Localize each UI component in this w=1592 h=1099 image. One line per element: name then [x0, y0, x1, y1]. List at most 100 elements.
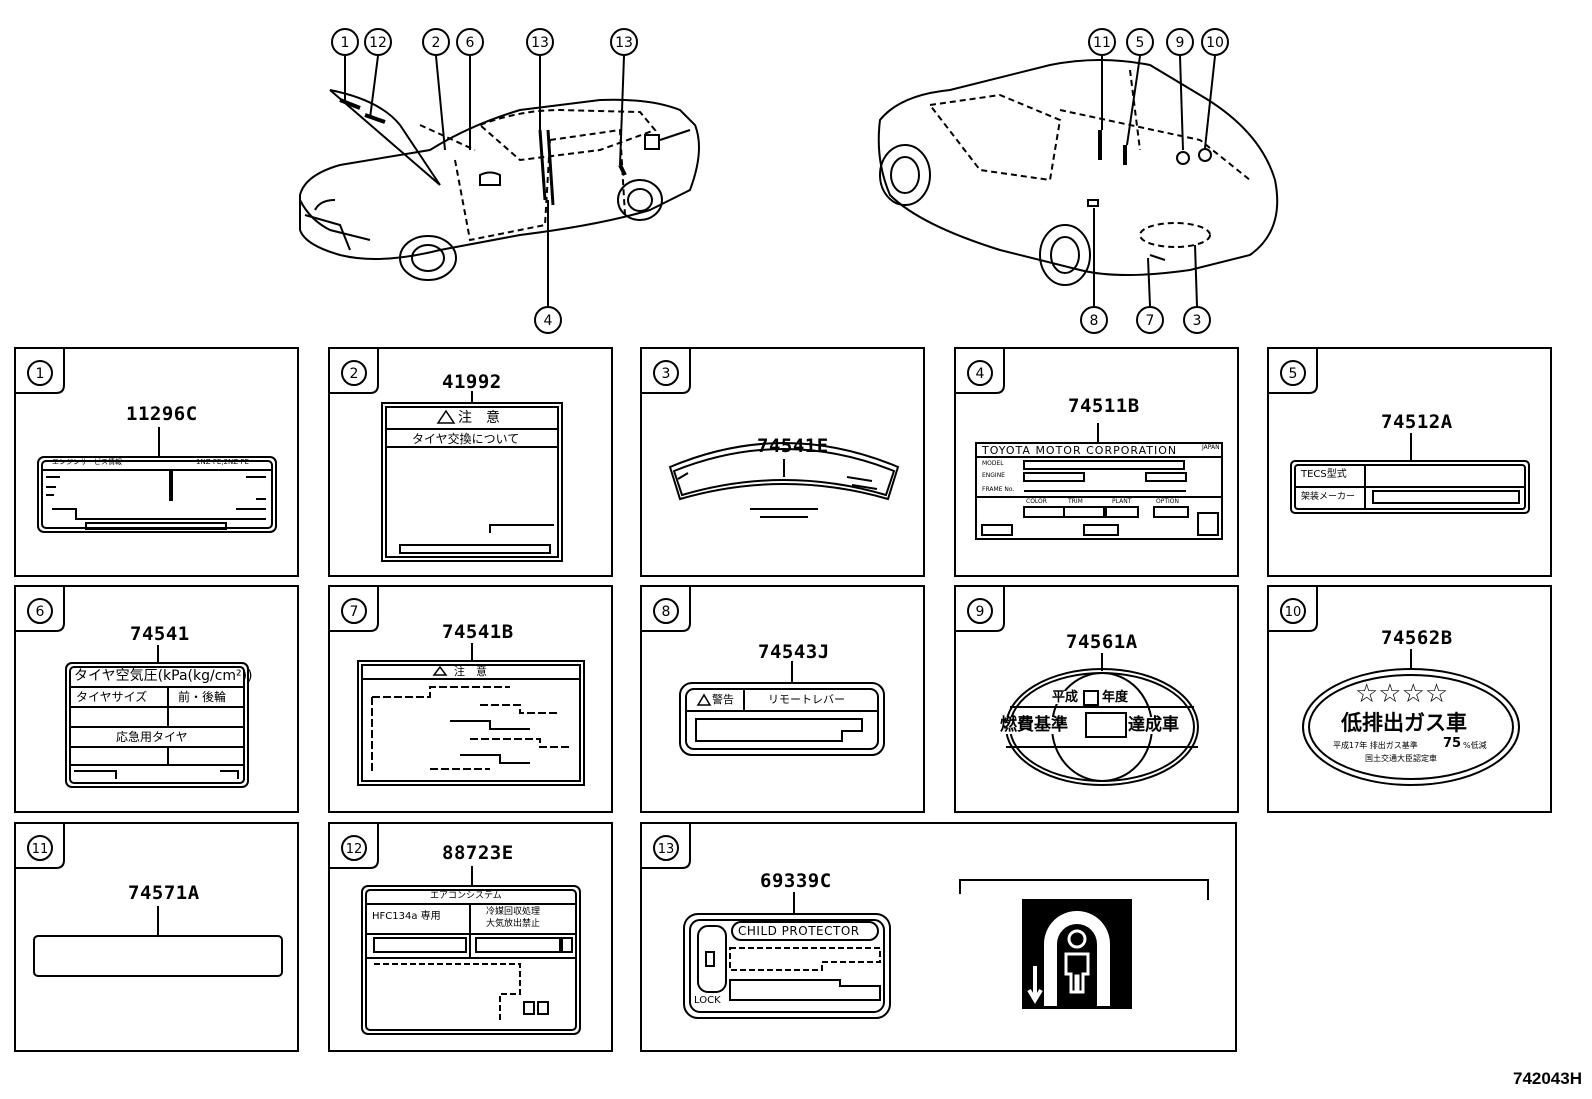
- callout-9-rear: 9: [1176, 35, 1185, 51]
- label-panel-1: 1 11296C エンジンサービス情報 1NZ-FE,2NZ-FE: [14, 347, 299, 577]
- part-number: 74541E: [757, 435, 829, 457]
- callout-5-rear: 5: [1136, 35, 1145, 51]
- panel-6-drawing: 6: [16, 587, 249, 788]
- hfc134a-only-label: HFC134a 専用: [372, 911, 441, 922]
- svg-text:8: 8: [662, 604, 671, 620]
- part-number: 74541B: [442, 621, 514, 643]
- trim-field-label: TRIM: [1068, 498, 1083, 505]
- part-number: 74511B: [1068, 395, 1140, 417]
- svg-text:10: 10: [1285, 605, 1302, 620]
- plant-field-label: PLANT: [1112, 498, 1132, 505]
- callout-8-rear: 8: [1090, 313, 1099, 329]
- label-panel-2: 2 41992 注 意 タイヤ交換について: [328, 347, 613, 577]
- model-field-label: MODEL: [982, 460, 1004, 467]
- part-number: 41992: [442, 371, 502, 393]
- achieved-vehicle-text: 達成車: [1128, 715, 1179, 735]
- callout-11-rear: 11: [1093, 35, 1111, 51]
- svg-text:13: 13: [658, 842, 675, 857]
- label-panel-13: 13 69339C CHILD PROTECTOR LOCK: [640, 822, 1237, 1052]
- callout-13-front-b: 13: [615, 35, 633, 51]
- label-panel-5: 5 74512A TECS型式 架装メーカー: [1267, 347, 1552, 577]
- diagram-id: 742043H: [1512, 1069, 1582, 1088]
- callout-12-front: 12: [369, 35, 387, 51]
- option-field-label: OPTION: [1156, 498, 1179, 505]
- callout-6-front: 6: [466, 35, 475, 51]
- tire-size-label: タイヤサイズ: [76, 690, 148, 704]
- panel-13-drawing: 13: [642, 824, 1209, 1019]
- toyota-motor-corp-text: TOYOTA MOTOR CORPORATION: [982, 444, 1178, 457]
- panel-7-drawing: 7: [330, 587, 585, 786]
- svg-text:2: 2: [350, 366, 359, 382]
- label-panel-7: 7 74541B 注 意: [328, 585, 613, 813]
- fiscal-year-text: 年度: [1102, 690, 1129, 705]
- part-number: 69339C: [760, 870, 832, 892]
- number-tab: [16, 349, 65, 394]
- remote-lever-label: リモートレバー: [768, 693, 845, 706]
- label-panel-12: 12 88723E エアコンシステム HFC134a 専用 冷媒回収処理 大気放…: [328, 822, 613, 1052]
- label-panel-11: 11 74571A: [14, 822, 299, 1052]
- part-number: 74541: [130, 623, 190, 645]
- label-panel-6: 6 74541 タイヤ空気圧(kPa(kg/cm²)) タイヤサイズ 前・後輪 …: [14, 585, 299, 813]
- callout-2-front: 2: [432, 35, 441, 51]
- spare-tire-label: 応急用タイヤ: [116, 730, 188, 744]
- part-number: 74571A: [128, 882, 200, 904]
- panel-1-drawing: 1: [16, 349, 277, 533]
- callout-4-front: 4: [544, 313, 553, 329]
- vehicle-overview-drawing: 1 12 2 6 13 13 4 11 5 9 10 8 7 3: [299, 28, 1279, 334]
- frame-no-field-label: FRAME No.: [982, 486, 1015, 493]
- color-field-label: COLOR: [1026, 498, 1047, 505]
- fuel-standard-text: 燃費基準: [1000, 715, 1068, 735]
- label-panel-10: 10 74562B ☆☆☆☆ 低排出ガス車 平成17年 排出ガス基準 75 %低…: [1267, 585, 1552, 813]
- tecs-type-label: TECS型式: [1301, 469, 1347, 480]
- tire-pressure-heading: タイヤ空気圧(kPa(kg/cm²)): [74, 668, 253, 684]
- panel-12-drawing: 12: [330, 824, 581, 1035]
- body-maker-label: 架装メーカー: [1301, 492, 1356, 502]
- front-leader-lines: [344, 55, 625, 306]
- svg-text:3: 3: [662, 366, 671, 382]
- refrigerant-recovery-text: 冷媒回収処理: [486, 907, 541, 917]
- label-panel-8: 8 74543J 警告 リモートレバー: [640, 585, 925, 813]
- label-panel-4: 4 74511B TOYOTA MOTOR CORPORATION JAPAN …: [954, 347, 1239, 577]
- child-protector-text: CHILD PROTECTOR: [738, 924, 860, 938]
- four-star-rating: ☆☆☆☆: [1355, 679, 1449, 709]
- reduction-text: %低減: [1463, 741, 1487, 750]
- panel-4-drawing: 4: [956, 349, 1223, 540]
- child-lock-icon: [1027, 911, 1110, 1006]
- svg-text:4: 4: [976, 366, 985, 382]
- rear-car-illustration: [877, 59, 1279, 286]
- panel-5-drawing: 5: [1269, 349, 1530, 514]
- callout-10-rear: 10: [1206, 35, 1224, 51]
- part-number: 74561A: [1066, 631, 1138, 653]
- callout-1-front: 1: [341, 35, 350, 51]
- part-number: 11296C: [126, 403, 198, 425]
- rear-leader-lines: [1093, 55, 1216, 307]
- aircon-system-label: エアコンシステム: [430, 891, 502, 901]
- callout-circles: [331, 28, 1229, 334]
- certification-text: 国土交通大臣認定車: [1365, 754, 1437, 763]
- engine-service-info-text: エンジンサービス情報: [52, 458, 122, 466]
- panel-10-drawing: 10: [1269, 587, 1520, 786]
- part-number: 74512A: [1381, 411, 1453, 433]
- svg-text:6: 6: [36, 604, 45, 620]
- caution-heading: 注 意: [454, 665, 487, 678]
- front-rear-wheel-label: 前・後輪: [178, 690, 227, 704]
- panel-8-drawing: 8: [642, 587, 885, 756]
- part-number: 74543J: [758, 641, 830, 663]
- low-emission-text: 低排出ガス車: [1341, 711, 1467, 735]
- svg-text:12: 12: [346, 842, 363, 857]
- part-number: 88723E: [442, 842, 514, 864]
- panel-11-drawing: 11: [16, 824, 283, 977]
- lock-text: LOCK: [694, 995, 721, 1006]
- emission-standard-text: 平成17年 排出ガス基準: [1333, 741, 1418, 750]
- svg-text:9: 9: [976, 604, 985, 620]
- svg-text:11: 11: [32, 842, 49, 857]
- label-panel-9: 9 74561A 平成 年度 燃費基準 達成車: [954, 585, 1239, 813]
- panel-3-drawing: 3: [642, 349, 900, 518]
- heisei-text: 平成: [1052, 690, 1079, 705]
- callout-7-rear: 7: [1146, 313, 1155, 329]
- engine-model-text: 1NZ-FE,2NZ-FE: [196, 458, 249, 466]
- caution-heading: 注 意: [458, 410, 500, 426]
- panel-2-drawing: 2: [330, 349, 563, 562]
- front-car-illustration: [299, 89, 700, 281]
- callout-13-front-a: 13: [531, 35, 549, 51]
